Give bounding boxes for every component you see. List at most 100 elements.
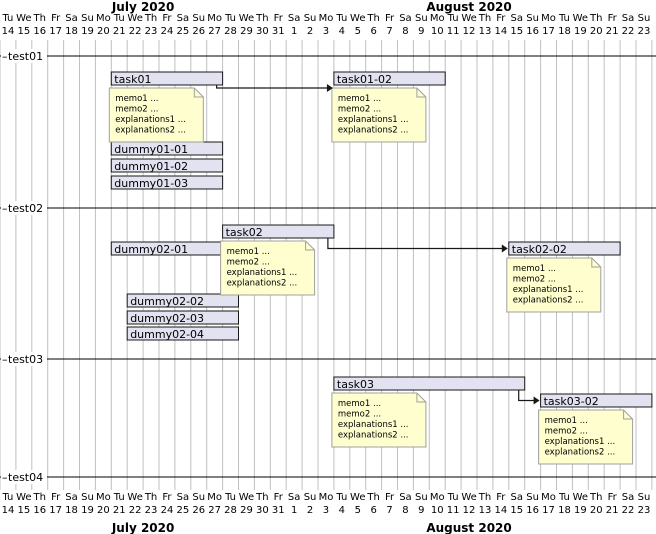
day-weekday-bottom: Th (33, 492, 46, 503)
day-number-bottom: 22 (622, 505, 635, 516)
day-weekday-bottom: Su (304, 492, 317, 503)
separator-label-bg (1, 470, 47, 484)
day-weekday-bottom: Sa (511, 492, 523, 503)
day-number-top: 3 (323, 26, 329, 37)
day-number-top: 18 (558, 26, 571, 37)
day-weekday-top: Mo (541, 13, 556, 24)
note-line: explanations2 ... (115, 126, 186, 136)
day-weekday-top: Fr (608, 13, 618, 24)
day-weekday-bottom: We (461, 492, 476, 503)
day-number-top: 16 (526, 26, 539, 37)
day-weekday-top: Tu (335, 13, 347, 24)
task-label-task02-02: task02-02 (512, 243, 567, 256)
task-bar-dummy02-02[interactable] (126, 293, 239, 308)
separator-dash: – (2, 471, 8, 484)
task-label-dummy02-01: dummy02-01 (114, 243, 188, 256)
day-number-bottom: 23 (638, 505, 651, 516)
day-number-top: 8 (402, 26, 408, 37)
day-number-top: 13 (479, 26, 492, 37)
day-weekday-bottom: Su (192, 492, 205, 503)
note-line: explanations1 ... (115, 115, 186, 125)
day-number-bottom: 23 (145, 505, 158, 516)
day-number-bottom: 14 (494, 505, 507, 516)
day-number-top: 19 (81, 26, 94, 37)
day-weekday-top: Th (366, 13, 379, 24)
day-weekday-top: Su (192, 13, 205, 24)
day-weekday-bottom: Su (81, 492, 94, 503)
note-line: memo1 ... (338, 94, 381, 104)
note-line: memo1 ... (513, 264, 556, 274)
task-bar-task01[interactable] (110, 71, 224, 86)
note-box (538, 409, 634, 465)
task-bar-dummy01-02[interactable] (110, 158, 224, 173)
day-weekday-top: Th (33, 13, 46, 24)
day-weekday-bottom: We (127, 492, 142, 503)
day-weekday-top: Th (589, 13, 602, 24)
day-weekday-top: We (573, 13, 588, 24)
dependency-arrowhead (533, 396, 540, 405)
day-weekday-top: Su (81, 13, 94, 24)
day-number-bottom: 30 (256, 505, 269, 516)
day-number-top: 17 (542, 26, 555, 37)
note-box (220, 240, 316, 296)
note-box (506, 257, 602, 313)
task-label-task03-02: task03-02 (544, 395, 599, 408)
day-number-bottom: 2 (307, 505, 313, 516)
task-bar-dummy02-03[interactable] (126, 310, 239, 325)
day-number-bottom: 20 (590, 505, 603, 516)
day-number-bottom: 21 (606, 505, 619, 516)
task-bar-task03-02[interactable] (540, 393, 653, 408)
day-number-bottom: 1 (291, 505, 297, 516)
task-label-dummy01-02: dummy01-02 (114, 160, 188, 173)
task-bar-task03[interactable] (333, 376, 526, 391)
day-weekday-bottom: Mo (430, 492, 445, 503)
day-number-bottom: 15 (17, 505, 30, 516)
day-weekday-bottom: Sa (399, 492, 411, 503)
note-line: explanations2 ... (513, 296, 584, 306)
day-weekday-top: Mo (430, 13, 445, 24)
month-label-bottom: August 2020 (426, 521, 511, 534)
day-weekday-bottom: Fr (385, 492, 395, 503)
note-line: explanations1 ... (513, 285, 584, 295)
day-number-top: 30 (256, 26, 269, 37)
day-weekday-top: Su (526, 13, 539, 24)
day-weekday-bottom: Su (638, 492, 651, 503)
dependency-arrow (518, 390, 535, 402)
day-weekday-top: Mo (96, 13, 111, 24)
dependency-arrowhead (501, 244, 508, 253)
day-number-bottom: 9 (418, 505, 424, 516)
day-number-top: 2 (307, 26, 313, 37)
task-bar-task02[interactable] (222, 224, 335, 239)
day-number-top: 12 (463, 26, 476, 37)
day-number-bottom: 5 (355, 505, 361, 516)
day-number-top: 14 (2, 26, 15, 37)
day-weekday-bottom: Mo (541, 492, 556, 503)
day-number-top: 28 (224, 26, 237, 37)
separator-dash: – (2, 50, 8, 63)
day-number-bottom: 6 (370, 505, 376, 516)
note-line: explanations2 ... (338, 431, 409, 441)
day-number-top: 15 (17, 26, 30, 37)
day-weekday-bottom: Mo (319, 492, 334, 503)
day-weekday-top: Th (255, 13, 268, 24)
note-fold (591, 258, 601, 268)
note-fold (416, 88, 426, 98)
day-weekday-bottom: Su (526, 492, 539, 503)
note-line: explanations2 ... (227, 279, 298, 289)
task-bar-task02-02[interactable] (508, 241, 621, 256)
task-bar-dummy01-03[interactable] (110, 175, 224, 190)
note-line: explanations2 ... (338, 126, 409, 136)
day-weekday-top: Fr (385, 13, 395, 24)
day-number-bottom: 31 (272, 505, 285, 516)
separator-label: test04 (8, 471, 43, 484)
day-weekday-bottom: Tu (1, 492, 13, 503)
day-number-top: 4 (339, 26, 345, 37)
day-number-top: 19 (574, 26, 587, 37)
month-label-top: August 2020 (426, 0, 511, 14)
day-number-bottom: 4 (339, 505, 345, 516)
day-weekday-bottom: Th (144, 492, 157, 503)
day-weekday-bottom: We (16, 492, 31, 503)
task-bar-dummy02-04[interactable] (126, 326, 239, 341)
task-bar-task01-02[interactable] (333, 71, 446, 86)
day-weekday-top: Su (304, 13, 317, 24)
